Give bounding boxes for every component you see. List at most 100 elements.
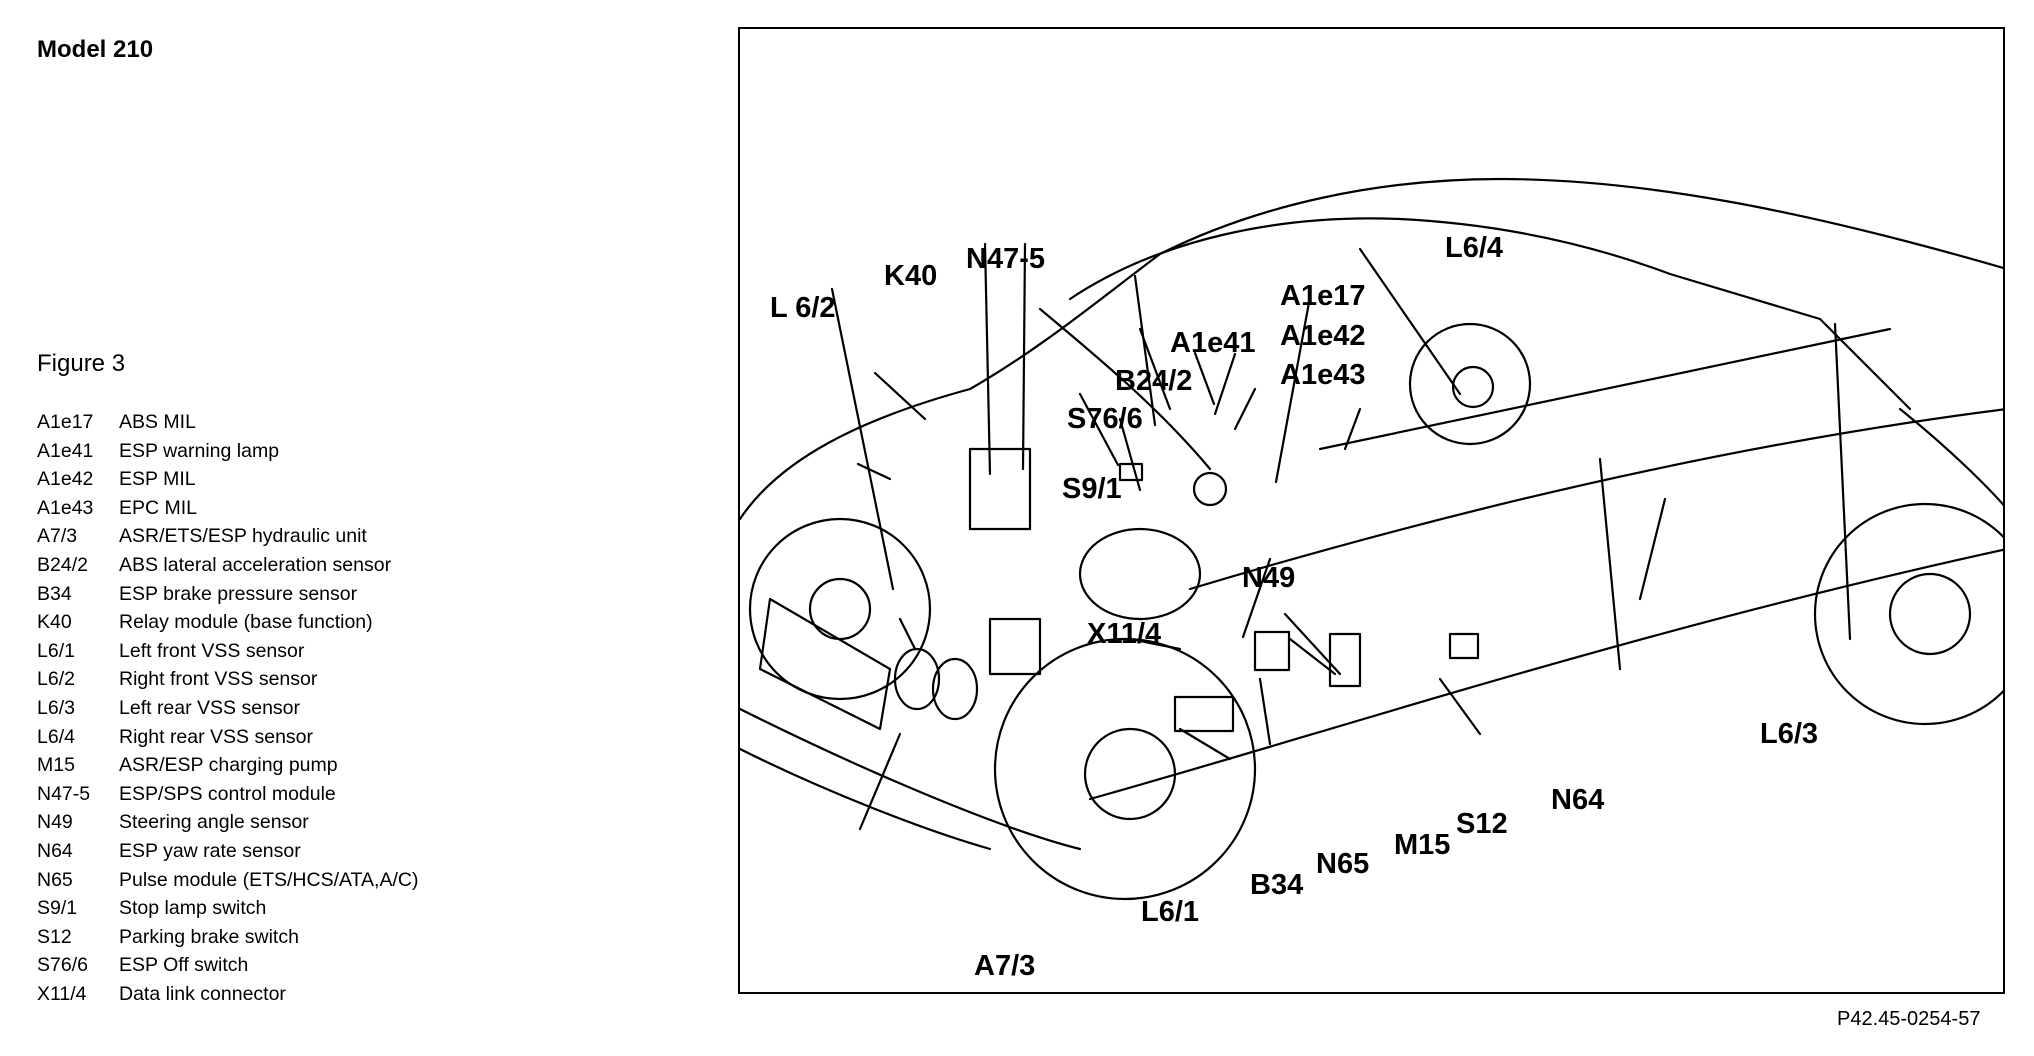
n64-sensor: [1448, 632, 1480, 660]
relay-module: [968, 447, 1032, 531]
headlight-right: [931, 657, 979, 721]
sill-line: [1088, 548, 2003, 801]
legend-row: N65 Pulse module (ETS/HCS/ATA,A/C): [37, 866, 418, 895]
legend-row: A1e43 EPC MIL: [37, 494, 418, 523]
legend-row: L6/1 Left front VSS sensor: [37, 637, 418, 666]
callout-s76-6: S76/6: [1067, 403, 1143, 435]
front-right-wheel: [993, 637, 1257, 901]
legend-description: ESP/SPS control module: [119, 782, 336, 805]
legend-description: ESP brake pressure sensor: [119, 582, 358, 605]
legend-description: Pulse module (ETS/HCS/ATA,A/C): [119, 868, 419, 891]
beltline: [1188, 408, 2003, 591]
legend-description: Left rear VSS sensor: [119, 696, 301, 719]
callout-b24-2: B24/2: [1115, 365, 1193, 397]
callout-l6-4: L6/4: [1445, 232, 1504, 264]
callout-s12: S12: [1456, 808, 1508, 840]
legend-code: B34: [37, 582, 72, 605]
legend-code: M15: [37, 754, 75, 777]
car-body-outline: [740, 177, 2003, 521]
pulse-module: [1173, 695, 1235, 733]
steering-angle-sensor: [1192, 471, 1228, 507]
grille: [758, 597, 892, 731]
brake-booster: [1078, 527, 1202, 621]
callout-l6-3: L6/3: [1760, 718, 1819, 750]
legend-row: N49 Steering angle sensor: [37, 808, 418, 837]
legend-description: Right rear VSS sensor: [119, 725, 314, 748]
legend-code: N65: [37, 868, 73, 891]
legend-description: EPC MIL: [119, 496, 198, 519]
callout-a1e42: A1e42: [1280, 320, 1366, 352]
legend-description: Steering angle sensor: [119, 811, 309, 834]
windshield-pillar: [1038, 307, 1212, 471]
rear-window: [1668, 272, 1912, 411]
m15-pump: [1328, 632, 1362, 688]
legend-row: X11/4 Data link connector: [37, 980, 418, 1009]
legend-code: N49: [37, 811, 73, 834]
callout-a1e17: A1e17: [1280, 280, 1366, 312]
x11-4-connector: [1253, 630, 1291, 672]
legend-code: A1e43: [37, 496, 94, 519]
legend-description: ESP MIL: [119, 468, 196, 491]
legend-code: N64: [37, 839, 73, 862]
legend-description: Right front VSS sensor: [119, 668, 318, 691]
legend-code: X11/4: [37, 982, 87, 1005]
callout-a1e41: A1e41: [1170, 327, 1256, 359]
legend-row: N64 ESP yaw rate sensor: [37, 837, 418, 866]
legend-description: ESP warning lamp: [119, 439, 280, 462]
legend-description: Left front VSS sensor: [119, 639, 305, 662]
callout-s9-1: S9/1: [1062, 473, 1122, 505]
figure-reference-code: P42.45-0254-57: [1837, 1008, 1981, 1030]
front-left-hub: [808, 577, 872, 641]
callout-leader-lines: [830, 242, 1667, 831]
callout-k40: K40: [884, 260, 938, 292]
legend-code: L6/2: [37, 668, 75, 691]
legend-code: L6/3: [37, 696, 75, 719]
legend-description: ESP yaw rate sensor: [119, 839, 301, 862]
legend-description: Relay module (base function): [119, 611, 373, 634]
legend-code: B24/2: [37, 553, 88, 576]
vehicle-line-drawing: [740, 177, 2003, 901]
legend-row: L6/4 Right rear VSS sensor: [37, 723, 418, 752]
legend-code: S12: [37, 925, 72, 948]
legend-code: N47-5: [37, 782, 91, 805]
page-title: Model 210: [37, 36, 154, 63]
callout-l6-2: L 6/2: [770, 292, 836, 324]
legend-row: B34 ESP brake pressure sensor: [37, 580, 418, 609]
roof-line: [1068, 217, 1672, 301]
rear-door-edge: [1598, 457, 1622, 671]
callout-n64: N64: [1551, 784, 1605, 816]
lower-body-line: [740, 707, 1082, 851]
legend-row: K40 Relay module (base function): [37, 608, 418, 637]
b24-2-sensor: [1118, 462, 1144, 482]
legend-description: ASR/ETS/ESP hydraulic unit: [119, 525, 367, 548]
callout-n65: N65: [1316, 848, 1370, 880]
door-line-front: [1318, 327, 1892, 451]
legend-code: L6/1: [37, 639, 75, 662]
rear-right-wheel: [1408, 322, 1532, 446]
callout-m15: M15: [1394, 829, 1451, 861]
callout-n47-5: N47-5: [966, 243, 1045, 275]
callout-l6-1: L6/1: [1141, 896, 1200, 928]
rear-right-hub: [1451, 365, 1495, 409]
front-right-hub: [1083, 727, 1177, 821]
rear-left-wheel: [1813, 502, 2003, 726]
callout-a7-3: A7/3: [974, 950, 1036, 982]
legend-row: L6/2 Right front VSS sensor: [37, 665, 418, 694]
bumper: [740, 747, 992, 851]
legend-description: Data link connector: [119, 982, 286, 1005]
legend-description: ESP Off switch: [119, 954, 249, 977]
callout-b34: B34: [1250, 869, 1304, 901]
b-pillar: [1833, 322, 1852, 641]
rear-left-hub: [1888, 572, 1972, 656]
legend-code: K40: [37, 611, 72, 634]
legend-code: L6/4: [37, 725, 75, 748]
